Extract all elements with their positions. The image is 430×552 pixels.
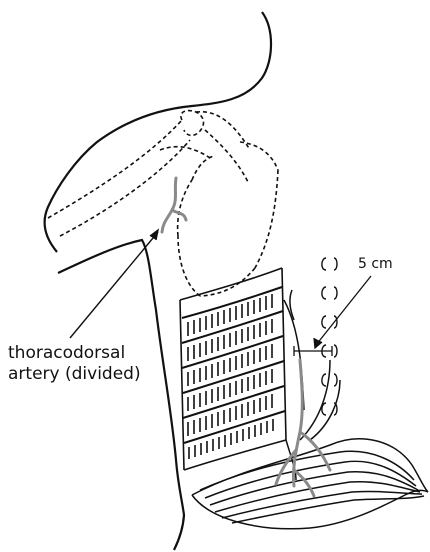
artery-label-line-1: thoracodorsal — [8, 343, 125, 363]
body-contour — [45, 12, 271, 252]
dashed-markers — [322, 258, 337, 415]
arm-outline — [58, 240, 184, 550]
thoracodorsal-artery — [162, 178, 186, 232]
artery-label-line-2: artery (divided) — [8, 364, 141, 384]
muscle-striations — [182, 287, 285, 459]
distance-leader — [294, 276, 371, 356]
scapula-dashed-outline — [48, 111, 278, 296]
distance-label: 5 cm — [358, 256, 393, 272]
folded-flap — [192, 290, 428, 529]
